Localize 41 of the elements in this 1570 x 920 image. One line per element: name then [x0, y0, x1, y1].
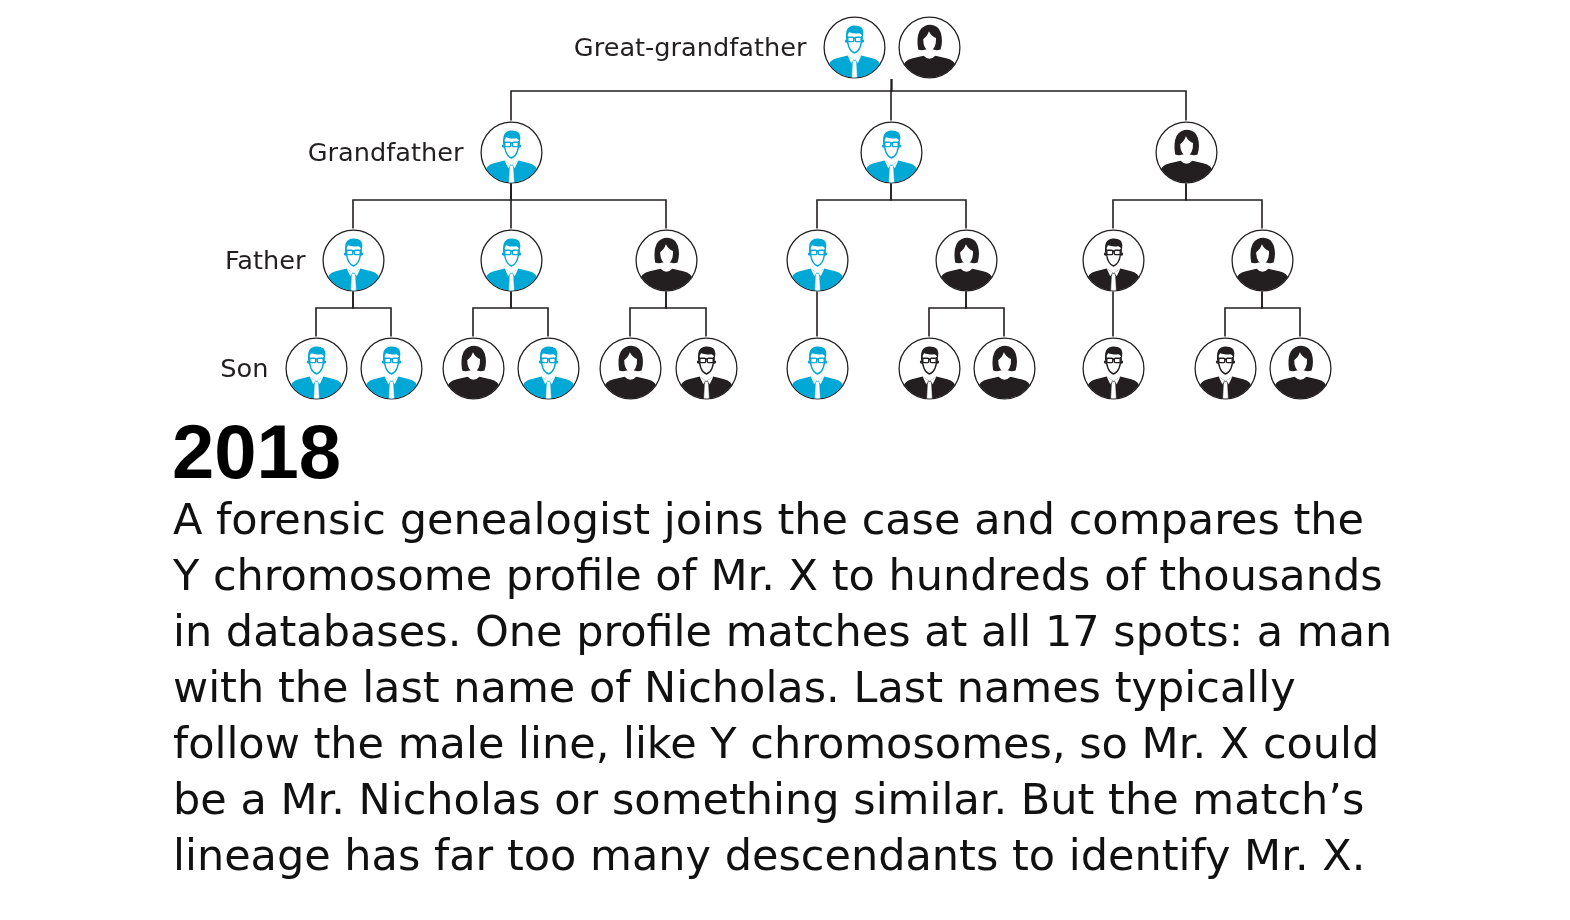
- tree-line: [890, 182, 967, 230]
- man-icon: [321, 228, 385, 292]
- man-icon: [1081, 336, 1145, 400]
- man-icon: [859, 120, 923, 184]
- tree-line: [665, 290, 707, 338]
- generation-label: Great-grandfather: [573, 31, 807, 63]
- tree-line: [890, 78, 1187, 122]
- woman-icon: [634, 228, 698, 292]
- woman-icon: [1230, 228, 1294, 292]
- woman-icon: [1268, 336, 1332, 400]
- tree-line: [1112, 290, 1114, 338]
- man-icon: [674, 336, 738, 400]
- woman-icon: [598, 336, 662, 400]
- generation-label: Son: [220, 352, 269, 384]
- man-icon: [822, 15, 886, 79]
- man-icon: [1081, 228, 1145, 292]
- tree-line: [1185, 182, 1263, 230]
- man-icon: [516, 336, 580, 400]
- man-icon: [359, 336, 423, 400]
- generation-label: Grandfather: [307, 136, 464, 168]
- tree-line: [816, 290, 818, 338]
- woman-icon: [1154, 120, 1218, 184]
- tree-line: [352, 290, 392, 338]
- tree-line: [965, 290, 1005, 338]
- woman-icon: [441, 336, 505, 400]
- man-icon: [284, 336, 348, 400]
- man-icon: [785, 228, 849, 292]
- woman-icon: [972, 336, 1036, 400]
- man-icon: [897, 336, 961, 400]
- tree-line: [510, 290, 549, 338]
- tree-line: [1261, 290, 1301, 338]
- year-heading: 2018: [172, 417, 342, 487]
- man-icon: [479, 120, 543, 184]
- tree-line: [510, 182, 667, 230]
- woman-icon: [934, 228, 998, 292]
- man-icon: [1193, 336, 1257, 400]
- woman-icon: [897, 15, 961, 79]
- generation-label: Father: [224, 244, 306, 276]
- description-paragraph: A forensic genealogist joins the case and compares the Y chromosome profile of Mr. X to hundreds of thousands in databases. One profile matches at all 17 spots: a man with the last name of Nicholas. Last names typically follow the male line, like Y chromosomes, so Mr. X could be a Mr. Nicholas or something similar. But the match’s lineage has far too many descendants to identify Mr. X.: [173, 493, 1394, 882]
- man-icon: [785, 336, 849, 400]
- man-icon: [479, 228, 543, 292]
